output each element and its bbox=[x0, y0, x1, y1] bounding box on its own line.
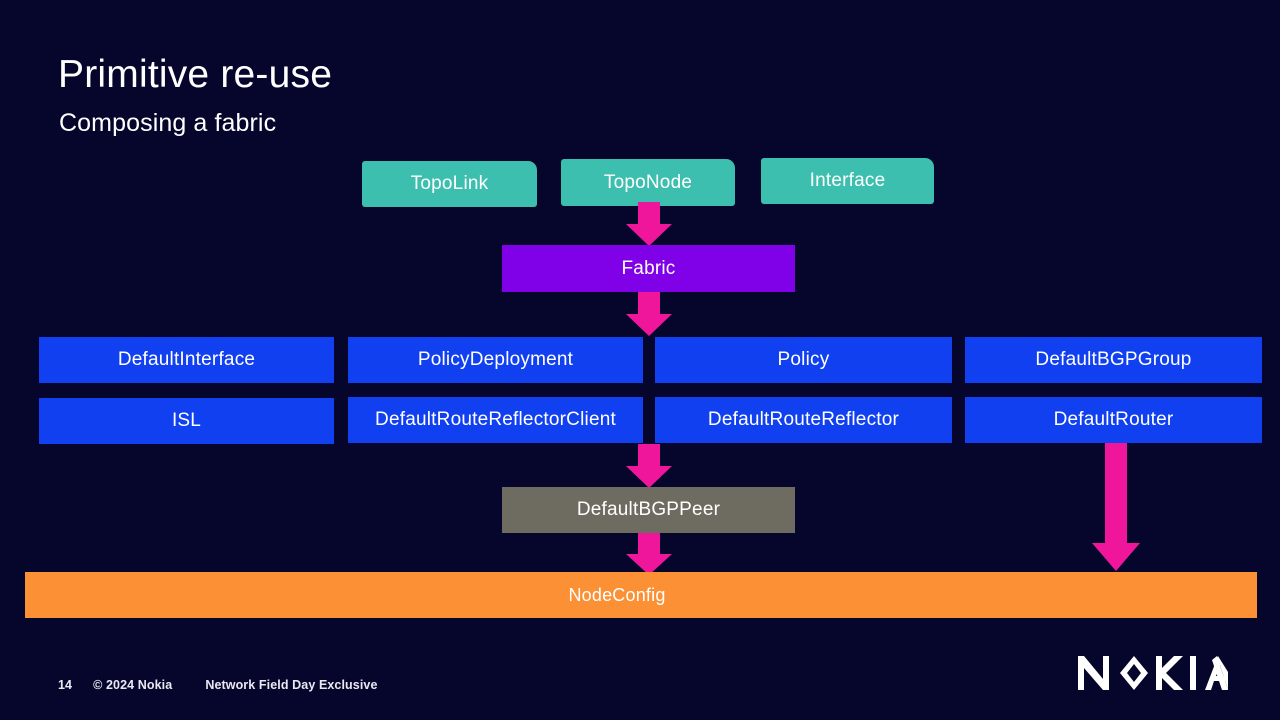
node-label: PolicyDeployment bbox=[417, 349, 574, 370]
arrow-defaultrouter-to-nodeconfig bbox=[1092, 443, 1140, 571]
node-nodeconfig[interactable]: NodeConfig bbox=[25, 572, 1257, 618]
node-defaultrouter[interactable]: DefaultRouter bbox=[965, 397, 1262, 443]
node-label: ISL bbox=[171, 410, 202, 431]
node-label: NodeConfig bbox=[568, 584, 666, 605]
node-label: DefaultBGPGroup bbox=[1035, 349, 1192, 370]
nokia-logo bbox=[1078, 652, 1228, 694]
node-label: DefaultInterface bbox=[117, 349, 256, 370]
node-defaultroutereflector[interactable]: DefaultRouteReflector bbox=[655, 397, 952, 443]
node-label: Interface bbox=[809, 170, 886, 191]
arrow-toponode-to-fabric bbox=[626, 202, 672, 246]
node-label: DefaultBGPPeer bbox=[576, 499, 721, 520]
node-toponode[interactable]: TopoNode bbox=[561, 159, 735, 206]
page-title: Primitive re-use bbox=[58, 53, 333, 96]
node-topolink[interactable]: TopoLink bbox=[362, 161, 537, 207]
node-defaultbgppeer[interactable]: DefaultBGPPeer bbox=[502, 487, 795, 533]
page-subtitle: Composing a fabric bbox=[59, 109, 277, 137]
footer-tagline: Network Field Day Exclusive bbox=[205, 678, 378, 692]
node-label: DefaultRouter bbox=[1053, 409, 1174, 430]
node-policydeployment[interactable]: PolicyDeployment bbox=[348, 337, 643, 383]
arrow-bgppeer-to-nodeconfig bbox=[626, 533, 672, 575]
node-label: TopoNode bbox=[603, 171, 693, 193]
node-policy[interactable]: Policy bbox=[655, 337, 952, 383]
node-isl[interactable]: ISL bbox=[39, 398, 334, 444]
node-label: TopoLink bbox=[410, 173, 489, 194]
node-defaultroutereflectorclient[interactable]: DefaultRouteReflectorClient bbox=[348, 397, 643, 443]
node-label: Policy bbox=[777, 349, 830, 370]
arrow-routereflectorclient-to-bgppeer bbox=[626, 444, 672, 488]
node-defaultinterface[interactable]: DefaultInterface bbox=[39, 337, 334, 383]
footer: 14 © 2024 Nokia Network Field Day Exclus… bbox=[58, 678, 378, 692]
node-label: Fabric bbox=[621, 257, 676, 279]
node-defaultbgpgroup[interactable]: DefaultBGPGroup bbox=[965, 337, 1262, 383]
page-number: 14 bbox=[58, 678, 73, 692]
node-label: DefaultRouteReflectorClient bbox=[375, 409, 616, 430]
copyright-notice: © 2024 Nokia bbox=[93, 678, 173, 692]
arrow-fabric-to-primitives bbox=[626, 292, 672, 336]
node-label: DefaultRouteReflector bbox=[707, 409, 900, 430]
node-fabric[interactable]: Fabric bbox=[502, 245, 795, 292]
node-interface[interactable]: Interface bbox=[761, 158, 934, 204]
